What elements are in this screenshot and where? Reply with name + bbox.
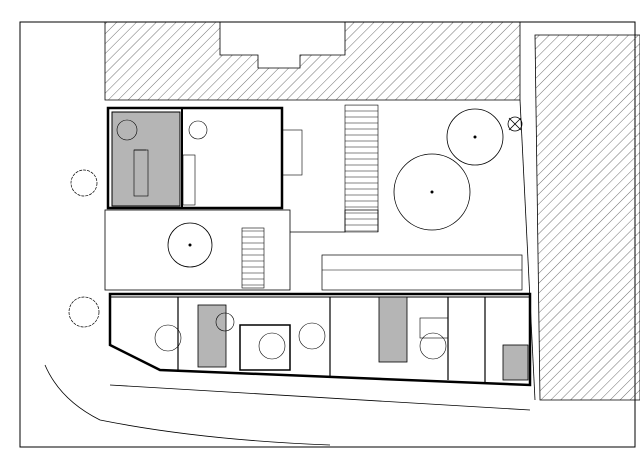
- door-swing: [188, 120, 208, 140]
- terrace-strip: [344, 104, 379, 233]
- tree-trunk: [473, 135, 477, 139]
- neighbour-plot-north: [104, 21, 521, 101]
- bed: [419, 317, 449, 339]
- balcony: [281, 129, 303, 176]
- tree-trunk: [188, 243, 192, 247]
- bedroom: [239, 324, 291, 371]
- courtyard: [104, 209, 291, 291]
- tree-icon: [70, 169, 98, 197]
- road-curb: [44, 364, 331, 446]
- tree-icon: [68, 296, 100, 328]
- bathroom: [502, 344, 529, 381]
- tree-icon: [393, 153, 471, 231]
- street-line: [109, 384, 531, 411]
- turning-circle: [419, 332, 447, 360]
- kitchen-counter: [133, 149, 149, 197]
- door-swing: [116, 119, 138, 141]
- turning-circle: [258, 332, 286, 360]
- lower-building: [108, 292, 532, 387]
- tree-icon: [167, 222, 213, 268]
- stair: [182, 154, 196, 206]
- tree-icon: [446, 108, 504, 166]
- wet-room: [111, 111, 181, 207]
- tree-trunk: [430, 190, 434, 194]
- turning-circle: [154, 324, 182, 352]
- central-stair: [241, 227, 265, 289]
- turning-circle: [215, 312, 235, 332]
- neighbour-plot-east: [534, 34, 640, 401]
- north-arrow-icon: [507, 116, 523, 132]
- bathroom: [197, 304, 227, 368]
- bathroom: [378, 296, 408, 363]
- boundary-line: [519, 99, 536, 401]
- turning-circle: [298, 322, 326, 350]
- front-yard: [321, 254, 523, 291]
- terrace-edge: [290, 209, 379, 233]
